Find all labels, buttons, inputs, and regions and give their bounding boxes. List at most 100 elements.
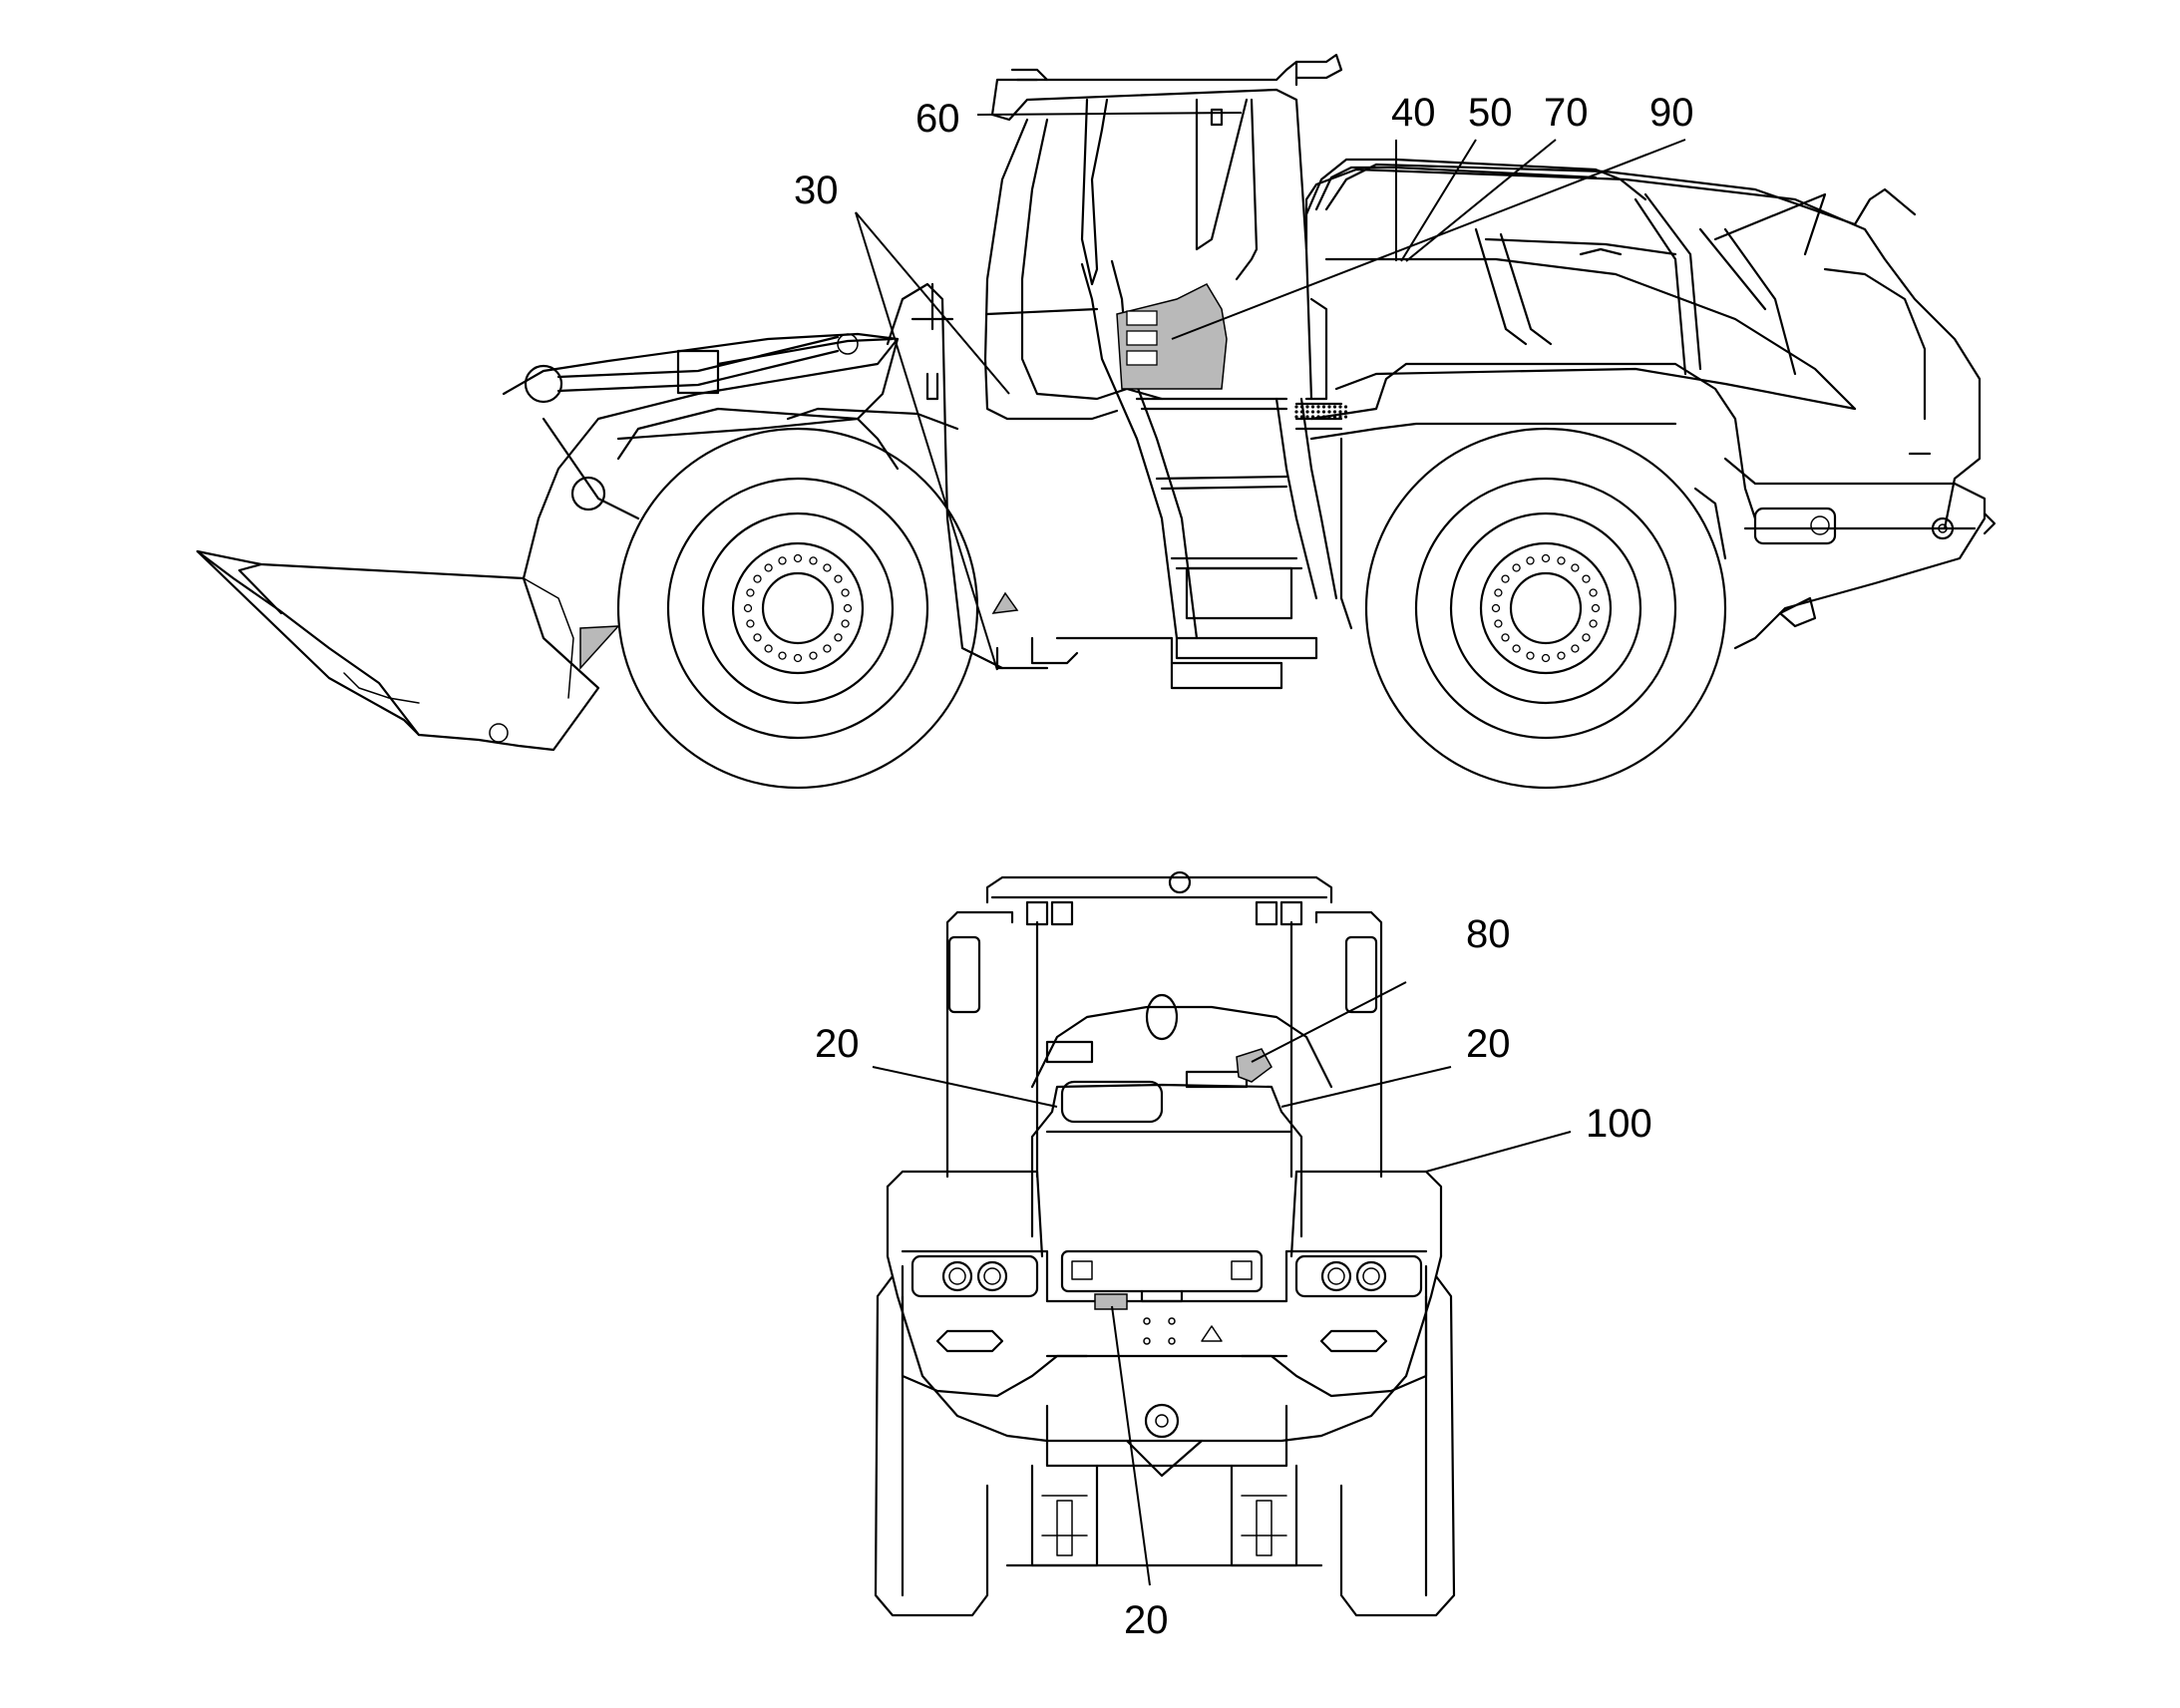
- engine-hood: [1304, 163, 1982, 530]
- wheel-bolt: [1557, 556, 1566, 565]
- callout-20-bottom: 20: [1124, 1598, 1169, 1642]
- rear-window: [1030, 993, 1333, 1089]
- wheel-bolt: [843, 603, 853, 613]
- wheel-bolt: [746, 588, 755, 597]
- wheel-bolt: [778, 651, 787, 660]
- grille-hole: [1343, 410, 1348, 414]
- wheel-bolt: [1557, 651, 1566, 660]
- wheel-bolt: [809, 651, 818, 660]
- wheel-bolt: [823, 563, 832, 572]
- handrails: [1304, 158, 1797, 376]
- grille-hole: [1332, 405, 1337, 409]
- wheel-bolt: [834, 574, 843, 583]
- callout-50: 50: [1468, 91, 1513, 135]
- cab-decal-panel: [1116, 283, 1228, 390]
- wheel-bolt: [1541, 653, 1551, 663]
- wheel-bolt: [1589, 619, 1598, 628]
- wheel-bolt: [1491, 603, 1501, 613]
- wheel-bolt: [823, 644, 832, 653]
- callout-60: 60: [915, 97, 960, 141]
- wheel-bolt: [841, 588, 850, 597]
- wheel-bolt: [1541, 553, 1551, 563]
- grille-hole: [1310, 405, 1315, 409]
- grille-hole: [1294, 405, 1298, 409]
- wheel-bolt: [764, 563, 773, 572]
- callout-20-right: 20: [1466, 1022, 1511, 1066]
- wheel-bolt: [1494, 588, 1503, 597]
- grille-hole: [1327, 410, 1331, 414]
- callout-20-left: 20: [815, 1022, 860, 1066]
- wheel-bolt: [1512, 644, 1521, 653]
- grille-hole: [1305, 405, 1309, 409]
- callout-40: 40: [1391, 91, 1436, 135]
- grille-hole: [1338, 410, 1342, 414]
- grille-hole: [1332, 410, 1337, 414]
- front-frame: [579, 282, 1049, 670]
- grille-hole: [1321, 405, 1326, 409]
- rear-hitch: [1005, 1403, 1323, 1567]
- callout-labels: 60 30 40 50 70 90 80 20 20 100 20: [794, 91, 1694, 1642]
- callout-70: 70: [1544, 91, 1589, 135]
- grille-hole: [1316, 405, 1320, 409]
- grille-hole: [1316, 415, 1320, 419]
- wheel-bolt: [1501, 574, 1510, 583]
- wheel-bolt: [1526, 556, 1535, 565]
- wheel-bolt: [1501, 633, 1510, 642]
- wheel-bolt: [746, 619, 755, 628]
- wheel-bolt: [1589, 588, 1598, 597]
- grille-hole: [1321, 415, 1326, 419]
- wheel-bolt: [793, 553, 803, 563]
- wheel-bolt: [793, 653, 803, 663]
- wheel-bolt: [1582, 574, 1591, 583]
- loader-side-view: [195, 53, 1997, 790]
- grille-hole: [1338, 405, 1342, 409]
- cab: [983, 53, 1343, 421]
- wheel-bolt: [1591, 603, 1601, 613]
- rops-frame: [945, 870, 1383, 1179]
- access-ladder: [1030, 259, 1338, 690]
- wheel-bolt: [1512, 563, 1521, 572]
- grille-hole: [1299, 405, 1304, 409]
- engine-grille: [1294, 405, 1348, 419]
- callout-80: 80: [1466, 912, 1511, 956]
- wheel-bolt: [1571, 644, 1580, 653]
- wheel-bolt: [1494, 619, 1503, 628]
- grille-hole: [1305, 415, 1309, 419]
- callout-100: 100: [1586, 1102, 1652, 1146]
- wheel-bolt: [753, 574, 762, 583]
- grille-hole: [1294, 415, 1298, 419]
- grille-hole: [1305, 410, 1309, 414]
- bucket: [195, 549, 600, 752]
- loader-rear-view: [874, 870, 1456, 1617]
- wheel-bolt: [753, 633, 762, 642]
- counterweight: [1693, 452, 1997, 650]
- wheel-bolt: [1571, 563, 1580, 572]
- wheel-bolt: [1582, 633, 1591, 642]
- grille-hole: [1338, 415, 1342, 419]
- wheel-bolt: [1526, 651, 1535, 660]
- rear-decal-20-bottom: [1094, 1293, 1128, 1310]
- wheel-bolt: [764, 644, 773, 653]
- grille-hole: [1316, 410, 1320, 414]
- grille-hole: [1294, 410, 1298, 414]
- wheel-bolt: [743, 603, 753, 613]
- lift-arm: [502, 332, 900, 580]
- grille-hole: [1310, 415, 1315, 419]
- wheel-bolt: [778, 556, 787, 565]
- grille-hole: [1299, 415, 1304, 419]
- rear-counterweight: [886, 1170, 1443, 1443]
- grille-hole: [1327, 415, 1331, 419]
- callout-90: 90: [1649, 91, 1694, 135]
- grille-hole: [1332, 415, 1337, 419]
- grille-hole: [1343, 405, 1348, 409]
- grille-hole: [1343, 415, 1348, 419]
- front-wheel-bolts: [743, 553, 853, 663]
- callout-30: 30: [794, 169, 839, 212]
- engine-cover: [1030, 1080, 1303, 1303]
- rear-wheel: [1364, 427, 1727, 790]
- wheel-bolt: [841, 619, 850, 628]
- grille-hole: [1321, 410, 1326, 414]
- bucket-warning-triangle: [579, 625, 620, 670]
- rear-wheel-bolts: [1491, 553, 1601, 663]
